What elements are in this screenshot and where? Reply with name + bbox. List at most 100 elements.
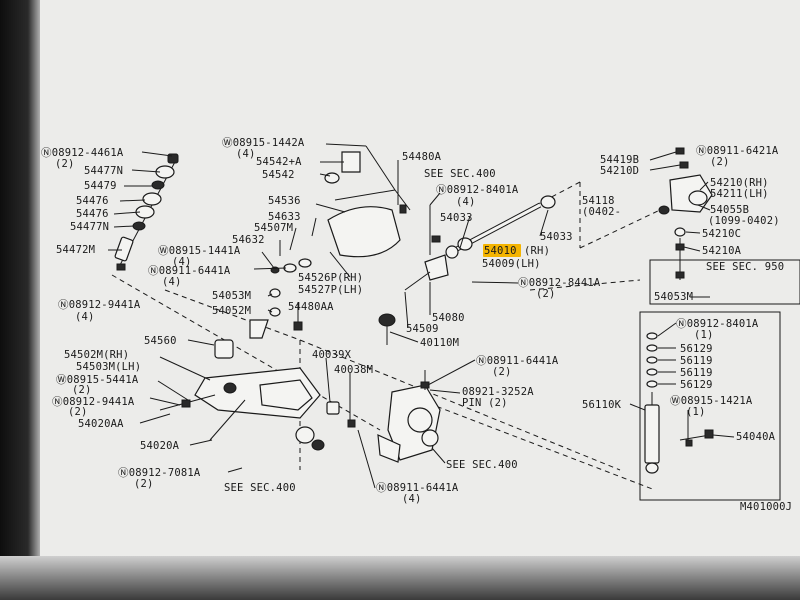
callout-54080[interactable]: 54080 <box>432 312 465 324</box>
callout-side-rh: (RH) <box>524 245 550 257</box>
callout-54210d[interactable]: 54210D <box>600 165 639 177</box>
callout-54480aa[interactable]: 54480AA <box>288 301 334 313</box>
callout-qty: (2) <box>72 384 92 396</box>
callout-08912-9441a[interactable]: Ⓝ08912-9441A <box>52 396 135 408</box>
callout-qty: (4) <box>456 196 476 208</box>
callout-qty: (2) <box>68 406 88 418</box>
callout-qty: (4) <box>236 148 256 160</box>
see-sec-400-link[interactable]: SEE SEC.400 <box>446 459 518 471</box>
callout-pin: PIN (2) <box>462 397 508 409</box>
callout-54632[interactable]: 54632 <box>232 234 265 246</box>
callout-08911-6421a[interactable]: Ⓝ08911-6421A <box>696 145 779 157</box>
callout-qty: (1099-0402) <box>708 215 780 227</box>
callout-08915-1421a[interactable]: Ⓦ08915-1421A <box>670 395 753 407</box>
leader-lines <box>108 143 735 489</box>
callout-54479[interactable]: 54479 <box>84 180 117 192</box>
shock-absorber-assembly <box>639 311 781 501</box>
callout-54009[interactable]: 54009(LH) <box>482 258 541 270</box>
callout-54536[interactable]: 54536 <box>268 195 301 207</box>
callout-qty: (2) <box>492 366 512 378</box>
callout-qty: (2) <box>134 478 154 490</box>
callout-54053m[interactable]: 54053M <box>654 291 693 303</box>
stabilizer-link-assembly <box>114 153 179 271</box>
callout-qty: (4) <box>75 311 95 323</box>
callout-08912-4461a[interactable]: Ⓝ08912-4461A <box>41 147 124 159</box>
callout-08912-7081a[interactable]: Ⓝ08912-7081A <box>118 467 201 479</box>
torsion-bar-bracket <box>649 147 800 305</box>
callout-qty: (1) <box>694 329 714 341</box>
callout-54476[interactable]: 54476 <box>76 195 109 207</box>
callout-08912-8401a[interactable]: Ⓝ08912-8401A <box>436 184 519 196</box>
callout-54020aa[interactable]: 54020AA <box>78 418 124 430</box>
upper-link-assembly <box>269 151 441 331</box>
callout-54472m[interactable]: 54472M <box>56 244 95 256</box>
callout-54020a[interactable]: 54020A <box>140 440 180 452</box>
callout-54419b[interactable]: 54419B <box>600 154 639 166</box>
callout-54507m[interactable]: 54507M <box>254 222 293 234</box>
callout-08915-1441a[interactable]: Ⓦ08915-1441A <box>158 245 241 257</box>
callout-qty: (1) <box>686 406 706 418</box>
callout-54542[interactable]: 54542 <box>262 169 295 181</box>
callout-54033[interactable]: 54033 <box>440 212 473 224</box>
callout-40039x[interactable]: 40039X <box>312 349 352 361</box>
callout-08915-5441a[interactable]: Ⓦ08915-5441A <box>56 374 139 386</box>
callout-56129[interactable]: 56129 <box>680 379 713 391</box>
callout-40038m[interactable]: 40038M <box>334 364 373 376</box>
callout-54055b[interactable]: 54055B <box>710 204 749 216</box>
callout-08912-8441a[interactable]: Ⓝ08912-8441A <box>518 277 601 289</box>
callout-labels: Ⓝ08912-4461A (2) 54477N 54479 54476 5447… <box>41 137 792 513</box>
callout-56119[interactable]: 56119 <box>680 367 713 379</box>
see-sec-950-link[interactable]: SEE SEC. 950 <box>706 261 784 273</box>
callout-54502m[interactable]: 54502M(RH) <box>64 349 129 361</box>
callout-54560[interactable]: 54560 <box>144 335 177 347</box>
see-sec-400-link[interactable]: SEE SEC.400 <box>424 168 496 180</box>
callout-54503m[interactable]: 54503M(LH) <box>76 361 141 373</box>
callout-qty: (0402- <box>582 206 621 218</box>
callout-54476[interactable]: 54476 <box>76 208 109 220</box>
callout-qty: (2) <box>710 156 730 168</box>
callout-54542-a[interactable]: 54542+A <box>256 156 302 168</box>
callout-08912-8401a[interactable]: Ⓝ08912-8401A <box>676 318 759 330</box>
callout-08911-6441a[interactable]: Ⓝ08911-6441A <box>148 265 231 277</box>
callout-54480a[interactable]: 54480A <box>402 151 442 163</box>
callout-54526p[interactable]: 54526P(RH) <box>298 272 363 284</box>
callout-54010-highlighted[interactable]: 54010 <box>484 245 517 257</box>
callout-56119[interactable]: 56119 <box>680 355 713 367</box>
callout-54118[interactable]: 54118 <box>582 195 615 207</box>
screen-bottom-bezel <box>0 556 800 600</box>
callout-54477n[interactable]: 54477N <box>84 165 123 177</box>
callout-qty: (4) <box>162 276 182 288</box>
callout-54527p[interactable]: 54527P(LH) <box>298 284 363 296</box>
callout-40110m[interactable]: 40110M <box>420 337 459 349</box>
callout-08911-6441a[interactable]: Ⓝ08911-6441A <box>376 482 459 494</box>
callout-56110k[interactable]: 56110K <box>582 399 622 411</box>
callout-08911-6441a[interactable]: Ⓝ08911-6441A <box>476 355 559 367</box>
callout-08912-9441a[interactable]: Ⓝ08912-9441A <box>58 299 141 311</box>
callout-qty: (4) <box>172 256 192 268</box>
callout-54211-lh[interactable]: 54211(LH) <box>710 188 769 200</box>
callout-08921-3252a[interactable]: 08921-3252A <box>462 386 534 398</box>
callout-54040a[interactable]: 54040A <box>736 431 776 443</box>
callout-54210a[interactable]: 54210A <box>702 245 742 257</box>
lower-arm-assembly <box>159 319 441 463</box>
figure-id: M401000J <box>740 501 792 513</box>
callout-54033[interactable]: 54033 <box>540 231 573 243</box>
callout-qty: (2) <box>536 288 556 300</box>
tension-rod-assembly <box>378 195 556 345</box>
parts-diagram-page <box>40 0 800 560</box>
see-sec-400-link[interactable]: SEE SEC.400 <box>224 482 296 494</box>
callout-54633[interactable]: 54633 <box>268 211 301 223</box>
callout-08915-1442a[interactable]: Ⓦ08915-1442A <box>222 137 305 149</box>
callout-54053m[interactable]: 54053M <box>212 290 251 302</box>
callout-54477n[interactable]: 54477N <box>70 221 109 233</box>
callout-54509[interactable]: 54509 <box>406 323 439 335</box>
callout-54052m[interactable]: 54052M <box>212 305 251 317</box>
callout-54210c[interactable]: 54210C <box>702 228 741 240</box>
callout-56129[interactable]: 56129 <box>680 343 713 355</box>
callout-54210-rh[interactable]: 54210(RH) <box>710 177 769 189</box>
part-highlight-marker <box>483 244 521 257</box>
dashed-guide-lines <box>111 181 661 491</box>
callout-qty: (2) <box>55 158 75 170</box>
